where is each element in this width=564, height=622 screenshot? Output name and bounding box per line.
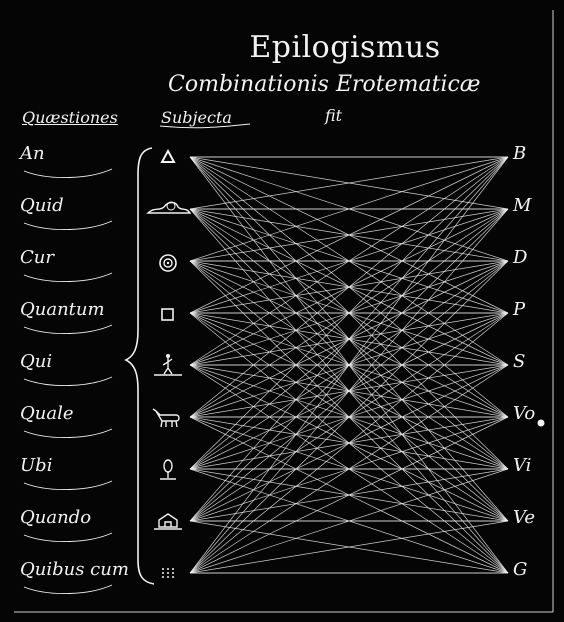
ink-dot bbox=[537, 419, 545, 427]
page-title: Epilogismus bbox=[249, 30, 441, 65]
square-icon bbox=[161, 308, 174, 321]
question-swash bbox=[23, 532, 113, 542]
walking-figure-icon bbox=[154, 354, 182, 376]
cloud-face-icon bbox=[146, 201, 192, 214]
combination-line bbox=[189, 260, 509, 574]
right-label-p: P bbox=[513, 299, 526, 320]
right-label-b: B bbox=[513, 143, 527, 164]
question-swash bbox=[23, 480, 113, 490]
dots-icon bbox=[162, 568, 174, 578]
question-swash bbox=[23, 168, 113, 178]
question-swash bbox=[23, 272, 113, 282]
tree-icon bbox=[160, 459, 176, 480]
combination-line bbox=[189, 156, 509, 522]
combination-line bbox=[189, 156, 509, 314]
question-quale: Quale bbox=[20, 403, 74, 424]
question-qui: Qui bbox=[20, 351, 53, 372]
question-swash bbox=[23, 220, 113, 230]
right-label-g: G bbox=[513, 559, 528, 580]
question-quid: Quid bbox=[20, 195, 64, 216]
combination-line bbox=[189, 156, 509, 574]
question-swash bbox=[23, 376, 113, 386]
page-subtitle: Combinationis Erotematicæ bbox=[168, 72, 481, 97]
combination-line bbox=[189, 208, 509, 574]
right-label-m: M bbox=[513, 195, 532, 216]
building-icon bbox=[154, 513, 182, 530]
question-quantum: Quantum bbox=[20, 299, 105, 320]
combination-line bbox=[189, 468, 509, 574]
right-label-s: S bbox=[513, 351, 526, 372]
concentric-circle-icon bbox=[159, 254, 177, 272]
combination-line bbox=[189, 156, 509, 366]
center-dot bbox=[166, 261, 170, 265]
right-label-d: D bbox=[513, 247, 528, 268]
header-subjecta: Subjecta bbox=[161, 108, 232, 127]
inner-circle bbox=[163, 258, 173, 268]
header-flourish bbox=[159, 123, 251, 129]
question-cur: Cur bbox=[20, 247, 54, 268]
question-ubi: Ubi bbox=[20, 455, 53, 476]
combination-line bbox=[189, 156, 509, 262]
left-brace bbox=[124, 147, 155, 585]
combination-line bbox=[189, 416, 509, 574]
question-swash bbox=[23, 428, 113, 438]
question-quibus-cum: Quibus cum bbox=[20, 559, 129, 580]
quadruped-animal-icon bbox=[152, 408, 180, 428]
combination-line bbox=[189, 156, 509, 418]
header-fit: fit bbox=[325, 106, 343, 125]
question-quando: Quando bbox=[20, 507, 92, 528]
header-quaestiones: Quæstiones bbox=[22, 108, 118, 127]
question-swash bbox=[23, 324, 113, 334]
question-swash bbox=[23, 584, 113, 594]
combination-line bbox=[189, 364, 509, 574]
right-label-vo: Vo bbox=[513, 403, 536, 424]
combination-line bbox=[189, 156, 509, 470]
right-label-vi: Vi bbox=[513, 455, 532, 476]
combination-line bbox=[189, 520, 509, 574]
right-label-ve: Ve bbox=[513, 507, 535, 528]
triangle-icon bbox=[160, 148, 176, 163]
combination-line bbox=[189, 312, 509, 574]
question-an: An bbox=[20, 143, 45, 164]
combination-line bbox=[189, 156, 509, 210]
